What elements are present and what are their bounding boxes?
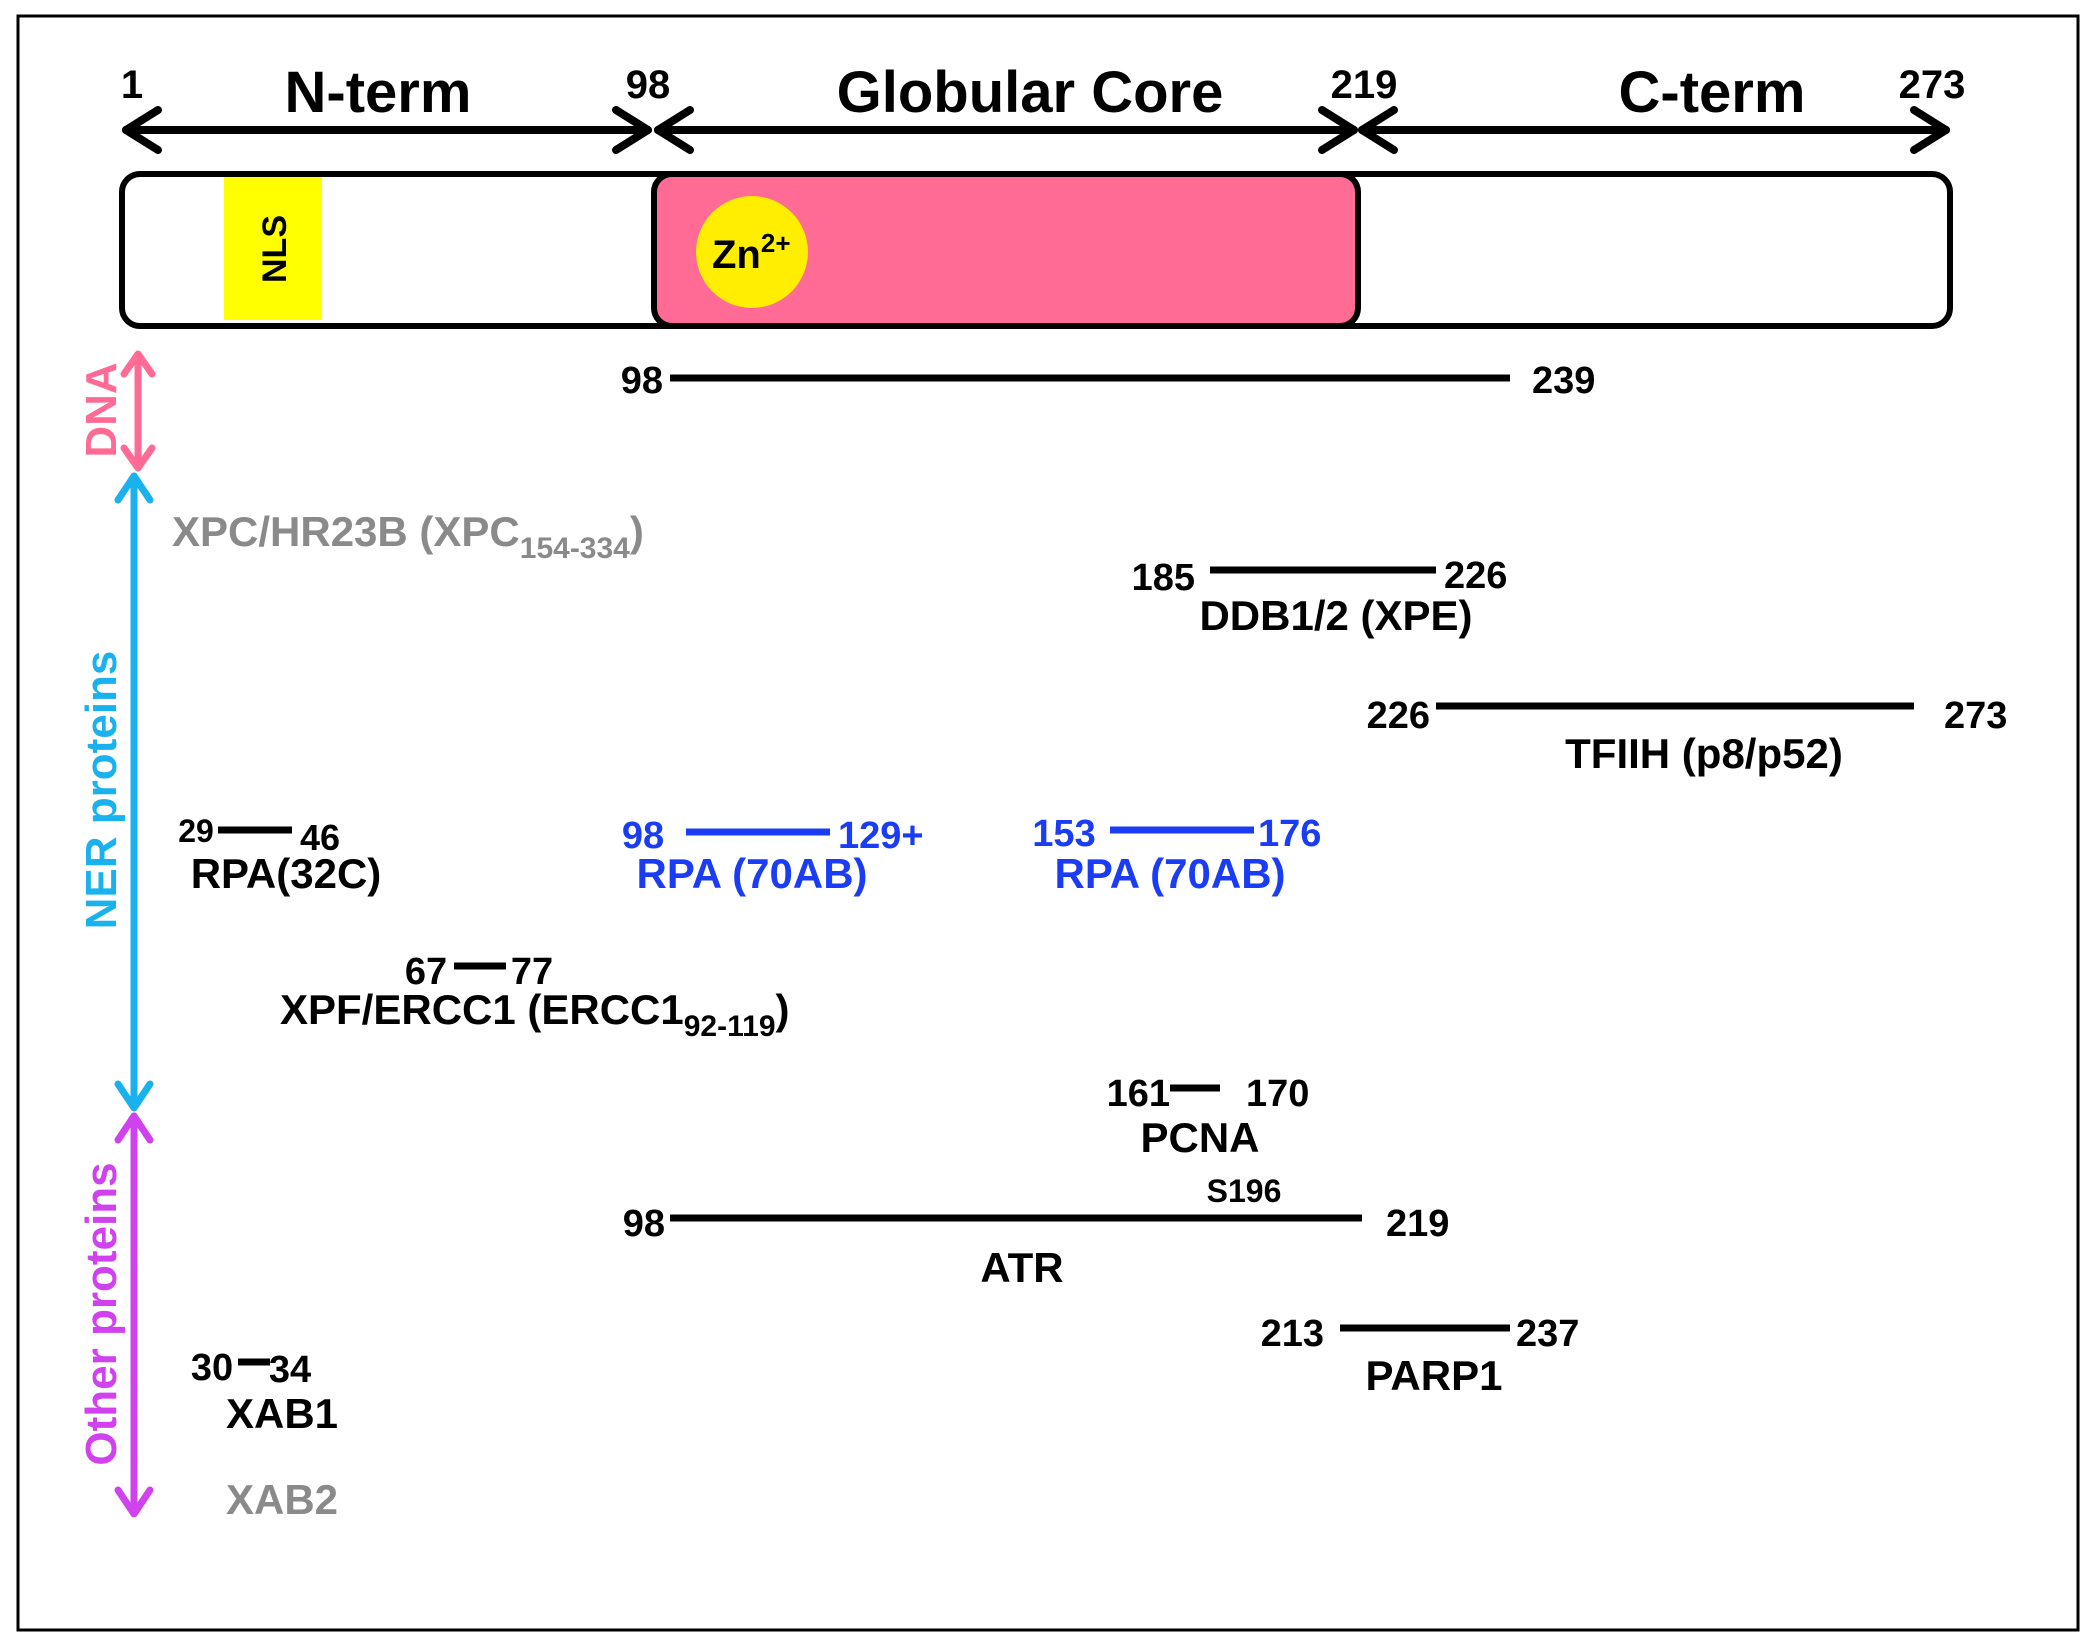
n-term-start-label: 1	[121, 63, 143, 107]
globular-core-box	[651, 171, 1361, 329]
xpf-label: XPF/ERCC1 (ERCC192-119)	[280, 986, 790, 1043]
n-term-arrowhead-right	[612, 106, 652, 154]
n-term-arrowhead-left	[122, 106, 162, 154]
rpa70a-start: 98	[622, 815, 664, 857]
parp1-label: PARP1	[1366, 1352, 1503, 1399]
rpa32-region: 29 46 RPA(32C)	[178, 813, 381, 897]
xpc-label-main: XPC/HR23B (XPC	[172, 508, 520, 555]
xpf-label-tail: )	[776, 986, 790, 1033]
atr-label: ATR	[980, 1244, 1063, 1291]
other-category-label: Other proteins	[77, 1162, 126, 1465]
rpa70b-region: 153 176 RPA (70AB)	[1032, 813, 1321, 897]
rpa70b-label: RPA (70AB)	[1054, 850, 1285, 897]
c-term-arrowhead-left	[1358, 106, 1398, 154]
ner-category-label: NER proteins	[77, 651, 126, 930]
rpa70a-end: 129+	[838, 815, 924, 857]
zinc-label: Zn2+	[712, 228, 791, 277]
zinc-ion-circle	[696, 196, 808, 308]
xpc-label-sub: 154-334	[520, 532, 630, 565]
rpa32-end: 46	[300, 817, 340, 858]
xpf-region: 67 77 XPF/ERCC1 (ERCC192-119)	[280, 951, 790, 1043]
n-term-label: N-term	[285, 60, 472, 125]
core-arrowhead-right	[1318, 106, 1358, 154]
figure-frame	[16, 14, 2080, 1632]
xab1-start: 30	[191, 1347, 233, 1389]
rpa32-label: RPA(32C)	[191, 850, 382, 897]
atr-site-s196: S196	[1207, 1173, 1282, 1209]
core-label: Globular Core	[837, 60, 1224, 125]
nls-label: NLS	[256, 215, 294, 283]
zinc-base: Zn	[712, 233, 761, 277]
ddb-end: 226	[1444, 555, 1507, 597]
dna-category-label: DNA	[77, 362, 126, 457]
xab1-region: 30 34 XAB1	[191, 1347, 338, 1437]
xpc-label-tail: )	[630, 508, 644, 555]
domain-arrows	[122, 106, 1950, 154]
rpa32-start: 29	[178, 813, 214, 849]
c-term-end-label: 273	[1899, 63, 1966, 107]
dna-category-arrow	[120, 350, 156, 472]
dna-binding-start: 98	[621, 360, 663, 402]
other-category-arrow	[114, 1112, 154, 1518]
atr-end: 219	[1386, 1203, 1449, 1245]
atr-region: 98 219 S196 ATR	[623, 1173, 1450, 1291]
pcna-start: 161	[1107, 1073, 1170, 1115]
atr-start: 98	[623, 1203, 665, 1245]
ner-category-arrow	[114, 472, 154, 1112]
core-end-label: 219	[1331, 63, 1398, 107]
c-term-label: C-term	[1619, 60, 1806, 125]
dna-binding-end: 239	[1532, 360, 1595, 402]
rpa70b-start: 153	[1032, 813, 1095, 855]
xpc-label: XPC/HR23B (XPC154-334)	[172, 508, 644, 565]
parp1-start: 213	[1261, 1313, 1324, 1355]
c-term-arrowhead-right	[1910, 106, 1950, 154]
xpf-end: 77	[511, 951, 553, 993]
nls-box	[224, 177, 322, 320]
tfiih-start: 226	[1367, 695, 1430, 737]
ddb-label: DDB1/2 (XPE)	[1199, 592, 1472, 639]
xab1-end: 34	[269, 1349, 311, 1391]
xab1-label: XAB1	[226, 1390, 338, 1437]
xpf-label-sub: 92-119	[684, 1010, 776, 1043]
xpf-start: 67	[405, 951, 447, 993]
parp1-end: 237	[1516, 1313, 1579, 1355]
ddb-start: 185	[1132, 557, 1195, 599]
core-arrowhead-left	[654, 106, 694, 154]
tfiih-end: 273	[1944, 695, 2007, 737]
xab2-label: XAB2	[226, 1476, 338, 1523]
dna-binding-region: 98 239	[621, 360, 1596, 402]
rpa70a-label: RPA (70AB)	[636, 850, 867, 897]
core-start-label: 98	[626, 63, 671, 107]
zinc-charge: 2+	[761, 228, 791, 258]
pcna-label: PCNA	[1140, 1114, 1259, 1161]
rpa70b-end: 176	[1258, 813, 1321, 855]
pcna-end: 170	[1246, 1073, 1309, 1115]
pcna-region: 161 170 PCNA	[1107, 1073, 1310, 1161]
parp1-region: 213 237 PARP1	[1261, 1313, 1580, 1399]
ddb-region: 185 226 DDB1/2 (XPE)	[1132, 555, 1508, 639]
tfiih-region: 226 273 TFIIH (p8/p52)	[1367, 695, 2008, 777]
tfiih-label: TFIIH (p8/p52)	[1565, 730, 1843, 777]
rpa70a-region: 98 129+ RPA (70AB)	[622, 815, 924, 897]
xpf-label-main: XPF/ERCC1 (ERCC1	[280, 986, 684, 1033]
